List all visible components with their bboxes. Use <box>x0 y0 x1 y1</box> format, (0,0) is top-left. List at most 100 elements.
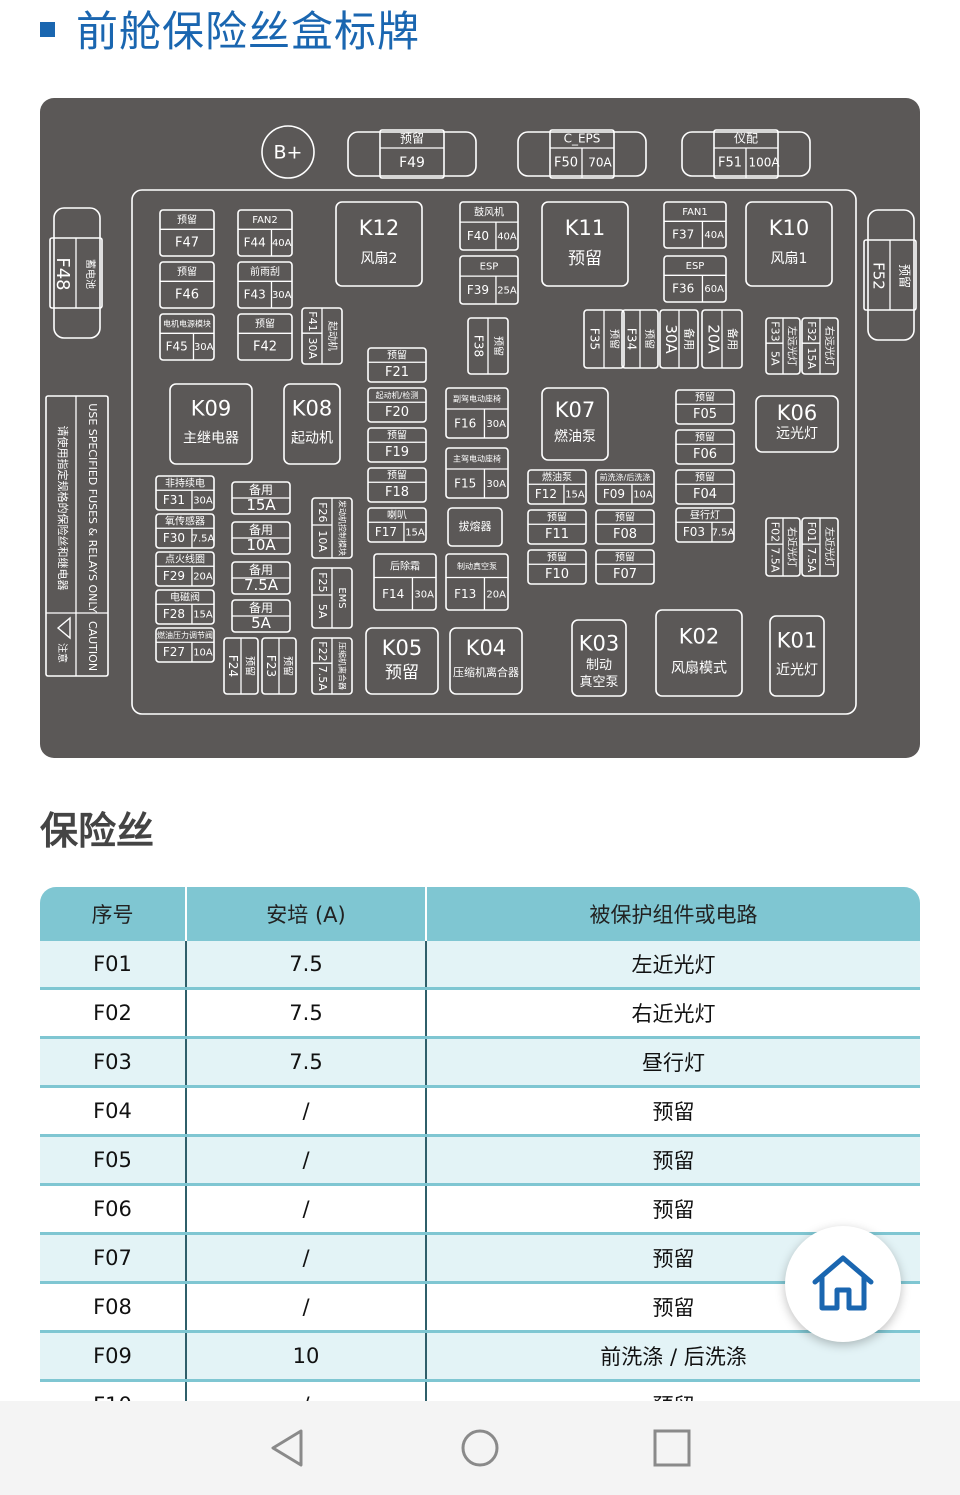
relay-K03 <box>571 619 627 697</box>
fuse-F28 <box>155 589 215 625</box>
fuse-F06 <box>675 429 735 465</box>
system-navigation-bar <box>0 1401 960 1495</box>
fuse-id: F14 <box>382 587 404 601</box>
fuse-label: ESP <box>480 262 499 273</box>
cell-amperage: / <box>186 1282 427 1333</box>
spare-label: 备用 <box>249 563 273 577</box>
top-fuse-id: F50 <box>554 156 578 171</box>
table-header-row: 序号 安培 (A) 被保护组件或电路 <box>40 887 920 941</box>
cell-circuit: 左近光灯 <box>426 941 920 990</box>
top-fuse-amp: 70A <box>588 156 612 170</box>
side-fuse-id: F52 <box>870 262 888 290</box>
nav-recents-button[interactable] <box>622 1401 722 1495</box>
fuse-label: 制动真空泵 <box>457 561 497 571</box>
relay-label: 燃油泵 <box>554 428 596 445</box>
relay-K05 <box>365 627 439 695</box>
fuse-amp: 20A <box>486 589 506 600</box>
fuse-id: F25 <box>316 572 329 592</box>
fuse-label: 燃油泵 <box>542 470 572 483</box>
fuse-F30 <box>155 513 215 549</box>
spare-amp: 7.5A <box>244 576 279 594</box>
spare-label: 备用 <box>683 328 697 350</box>
fuse-F17 <box>367 507 427 543</box>
fuse-label: 预留 <box>695 470 715 483</box>
fuse-F29 <box>155 551 215 587</box>
fuse-label: EMS <box>336 587 347 608</box>
fuse-id: F07 <box>613 567 637 582</box>
top-fuse-id: F49 <box>399 155 425 171</box>
fuse-id: F22 <box>316 641 329 661</box>
fuse-id: F04 <box>693 487 717 502</box>
fuse-label: 点火线圈 <box>165 552 205 565</box>
relay-K08 <box>283 383 341 465</box>
column-header-number: 序号 <box>40 887 187 941</box>
fuse-amp: 40A <box>704 230 724 241</box>
relay-label: 预留 <box>385 663 419 683</box>
warning-triangle-icon <box>56 616 71 640</box>
fuse-label: 昼行灯 <box>690 508 720 521</box>
spare-label: 备用 <box>249 483 273 497</box>
fuse-id: F36 <box>672 282 694 296</box>
fuse-id: F08 <box>613 527 637 542</box>
fuse-id: F16 <box>454 417 476 431</box>
nav-back-button[interactable] <box>238 1401 338 1495</box>
fuse-F19 <box>367 427 427 463</box>
fuse-id: F05 <box>693 407 717 422</box>
fuse-F03 <box>675 507 735 543</box>
fuse-amp: 7.5A <box>769 547 782 572</box>
fuse-id: F06 <box>693 447 717 462</box>
fuse-amp: 15A <box>805 348 818 370</box>
floating-home-button[interactable] <box>785 1226 901 1342</box>
fuse-id: F46 <box>175 288 199 303</box>
fuse-id: F11 <box>545 527 569 542</box>
fuse-id: F47 <box>175 236 199 251</box>
fuse-amp: 5A <box>316 604 329 619</box>
fuse-id: F24 <box>226 655 240 677</box>
fuse-amp: 15A <box>193 609 213 620</box>
table-row: F06/预留 <box>40 1184 920 1235</box>
relay-K10 <box>745 201 833 287</box>
spare-amp: 30A <box>662 324 680 354</box>
fuse-amp: 30A <box>194 342 214 353</box>
relay-id: K08 <box>292 397 333 421</box>
column-header-circuit: 被保护组件或电路 <box>426 887 920 941</box>
fuse-label: 非持续电 <box>165 476 205 489</box>
cell-circuit: 预留 <box>426 1184 920 1235</box>
cell-fuse-number: F04 <box>40 1086 187 1137</box>
cell-circuit: 预留 <box>426 1135 920 1186</box>
cell-amperage: / <box>186 1086 427 1137</box>
fuse-label: 预留 <box>492 336 505 356</box>
relay-label: 制动 <box>586 658 612 673</box>
relay-id: K10 <box>769 216 810 240</box>
fuse-amp: 25A <box>497 286 517 297</box>
table-row: F05/预留 <box>40 1135 920 1186</box>
title-bullet <box>40 22 55 37</box>
cell-fuse-number: F07 <box>40 1233 187 1284</box>
fuse-F09 <box>595 469 655 505</box>
fuse-id: F28 <box>163 607 185 621</box>
fuse-id: F38 <box>472 335 486 357</box>
top-fuse-id: F51 <box>718 156 742 171</box>
caution-panel <box>45 395 109 677</box>
fuse-id: F30 <box>163 531 185 545</box>
nav-home-button[interactable] <box>430 1401 530 1495</box>
fuse-F43 <box>237 261 293 309</box>
fuse-label: 预留 <box>177 265 197 278</box>
relay-id: K01 <box>777 629 818 653</box>
fuse-label: 预留 <box>244 656 257 676</box>
cell-circuit: 预留 <box>426 1086 920 1137</box>
fuse-label: 喇叭 <box>387 509 407 521</box>
fuse-id: F31 <box>163 493 185 507</box>
fuse-label: 主驾电动座椅 <box>453 454 501 464</box>
home-icon <box>812 1255 874 1311</box>
cell-fuse-number: F03 <box>40 1037 187 1088</box>
fuse-F07 <box>595 549 655 585</box>
relay-label: 风扇2 <box>361 251 398 267</box>
fuse-id: F27 <box>163 645 185 659</box>
relay-label: 压缩机离合器 <box>453 665 519 679</box>
fuse-F08 <box>595 509 655 545</box>
cell-circuit: 昼行灯 <box>426 1037 920 1088</box>
fuse-label: ESP <box>686 261 705 272</box>
